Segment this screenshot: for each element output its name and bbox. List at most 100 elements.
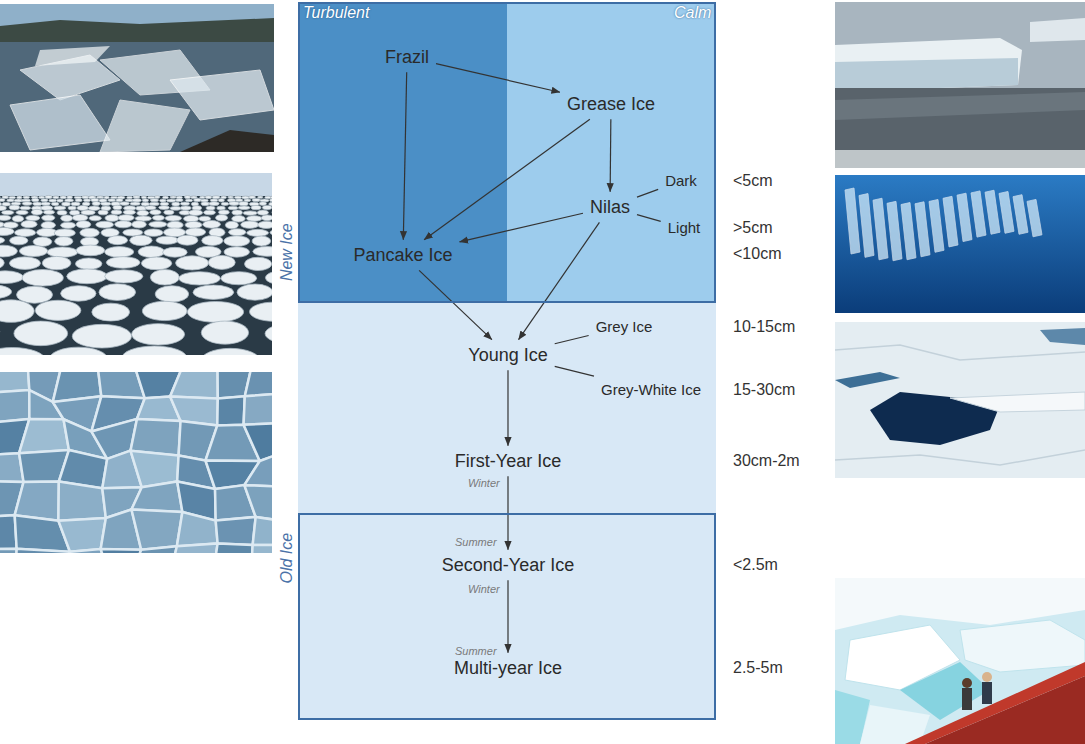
photo-detail [835, 88, 1085, 168]
pancake-floe [130, 235, 152, 245]
pancake-floe [111, 196, 118, 198]
pancake-floe [49, 347, 107, 355]
pancake-floe [258, 196, 263, 198]
photo-detail [298, 2, 716, 720]
pancake-floe [82, 196, 89, 199]
pancake-floe [33, 202, 42, 206]
pancake-floe [154, 196, 160, 199]
pancake-floe [217, 206, 226, 210]
pancake-floe [42, 256, 71, 269]
pancake-floe [89, 216, 101, 221]
young-ice-photo [835, 322, 1085, 478]
pancake-floe [0, 245, 17, 257]
pancake-floe [33, 237, 52, 246]
ice-slab [873, 198, 888, 260]
turbulent-band: FrazilPancake IceTurbulent [300, 4, 507, 301]
ice-plate [217, 396, 244, 425]
photo-detail [180, 130, 274, 152]
ice-stage-name: First-Year Ice [455, 451, 561, 472]
text-holder: Grey Ice [596, 318, 653, 336]
ice-plate [244, 485, 272, 521]
ice-stage-name: Grey Ice [596, 318, 653, 335]
text-holder: Pancake Ice [353, 245, 452, 266]
pancake-floe [176, 256, 209, 270]
pancake-floe [259, 202, 266, 206]
pancake-floe [172, 202, 180, 206]
ice-plate [19, 419, 69, 453]
ice-slab [985, 190, 1000, 234]
pancake-floe [127, 196, 133, 198]
ice-plate [216, 517, 256, 545]
pancake-floe [204, 210, 216, 215]
pancake-floe [67, 269, 107, 284]
pancake-floe [47, 247, 78, 257]
text-holder: Calm [674, 4, 711, 22]
pancake-floe [22, 202, 32, 206]
pancake-floe [57, 210, 67, 215]
pancake-floe [180, 202, 189, 205]
pancake-floe [9, 205, 19, 210]
pancake-floe [122, 346, 187, 355]
pancake-floe [232, 215, 245, 222]
multi-year-photo [835, 578, 1085, 744]
pancake-floe [184, 216, 199, 222]
pancake-floe [101, 202, 111, 206]
label-holder: 2.5-5m [733, 659, 783, 677]
pancake-floe [76, 245, 105, 256]
text-holder: Nilas [590, 197, 630, 218]
pancake-floe [19, 246, 47, 257]
pancake-floe [96, 196, 103, 198]
ice-plate [244, 450, 272, 487]
pancake-floe [71, 202, 80, 206]
photo-detail [0, 42, 274, 152]
pancake-floe [160, 202, 169, 206]
pancake-floe [236, 199, 243, 202]
pancake-floe [228, 196, 234, 198]
pancake-floe [9, 257, 40, 270]
photo-detail [298, 2, 507, 303]
ice-plate [0, 549, 17, 553]
pancake-floe [99, 284, 136, 301]
pancake-floe [41, 206, 53, 211]
photo-detail [982, 672, 992, 682]
text-holder: Grease Ice [567, 94, 655, 115]
photo-detail [0, 372, 272, 553]
pancake-floe [35, 300, 81, 320]
pancake-floe [39, 196, 45, 198]
pancake-floe [156, 236, 178, 244]
pancake-floe [209, 202, 219, 206]
flow-arrow [403, 72, 406, 239]
pancake-floe [113, 205, 122, 209]
thickness-value: <2.5m [733, 556, 778, 574]
ice-slab [859, 194, 874, 258]
pancake-floe [241, 221, 259, 228]
season-label: Winter [468, 583, 500, 596]
photo-detail [905, 662, 1085, 744]
ice-plate [131, 419, 181, 456]
pancake-floe [116, 199, 123, 202]
pancake-floe [228, 206, 238, 210]
pancake-floe [262, 205, 271, 209]
pancake-floe [49, 199, 57, 202]
photo-detail [835, 175, 1085, 313]
ice-stage-name: Nilas [590, 197, 630, 218]
season-label: Winter [468, 477, 500, 490]
label-holder: Summer [455, 532, 497, 550]
pancake-floe [149, 202, 159, 205]
pancake-floe [20, 206, 31, 210]
photo-detail [835, 578, 1085, 744]
pancake-floe [17, 196, 22, 199]
pancake-floe [76, 221, 91, 228]
text-holder: Grey-White Ice [601, 381, 701, 399]
ice-plate [214, 543, 253, 553]
old-ice-region: Second-Year IceMulti-year IceOld Ice [298, 513, 716, 720]
pancake-floe [96, 221, 114, 228]
pancake-floe [261, 215, 272, 221]
ice-subtype: Light [663, 216, 706, 240]
pancake-floe [80, 228, 99, 237]
pancake-floe [187, 302, 243, 323]
ice-plate [244, 392, 272, 425]
pancake-floe [120, 202, 129, 206]
